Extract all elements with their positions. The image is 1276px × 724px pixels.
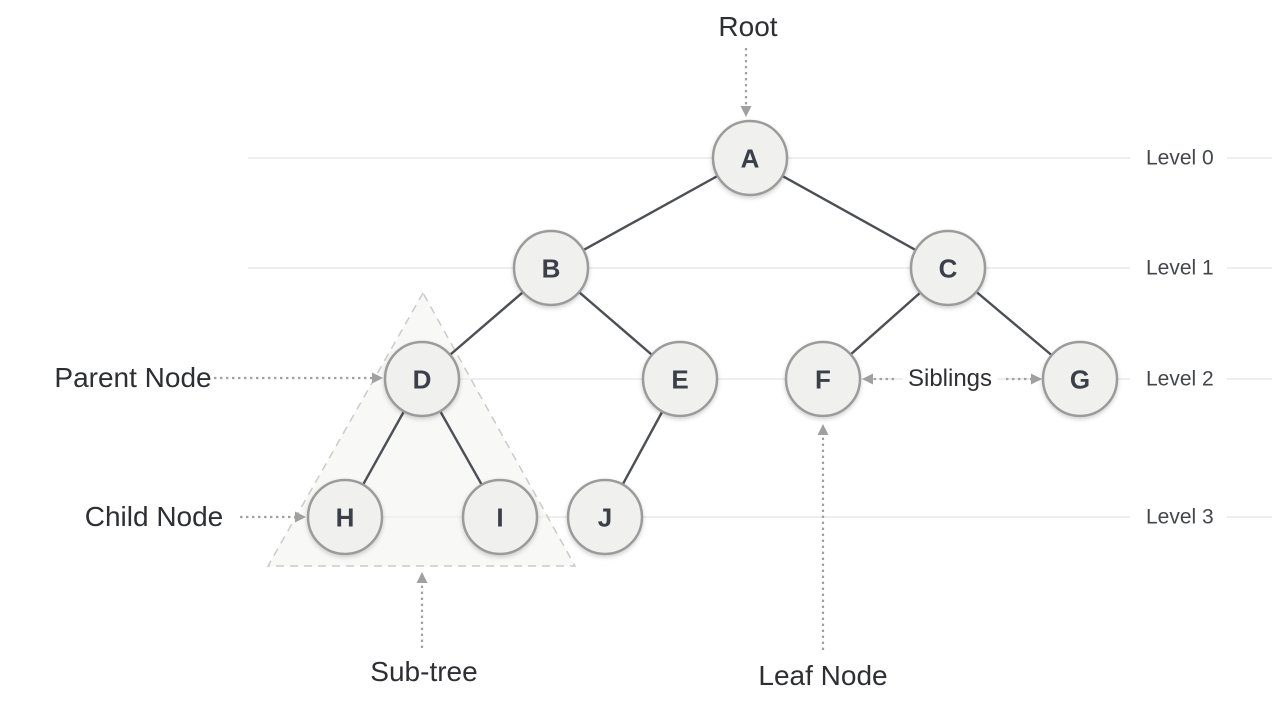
tree-node-circle-F	[784, 340, 862, 418]
tree-node-label-B: B	[542, 253, 561, 283]
tree-node-A: A	[711, 119, 789, 197]
siblings-label: Siblings	[902, 365, 998, 393]
tree-node-B: B	[512, 229, 590, 307]
level-1-label: Level 1	[1143, 256, 1217, 280]
tree-node-I: I	[461, 478, 539, 556]
tree-node-F: F	[784, 340, 862, 418]
child-node-label: Child Node	[84, 501, 224, 532]
tree-node-G: G	[1041, 340, 1119, 418]
tree-node-label-J: J	[598, 502, 612, 532]
parent-node-arrow-head	[372, 372, 383, 384]
tree-node-D: D	[383, 340, 461, 418]
tree-node-label-H: H	[336, 502, 355, 532]
siblings-right-arrow-head	[1031, 373, 1042, 385]
tree-node-label-A: A	[741, 143, 760, 173]
tree-node-circle-A	[711, 119, 789, 197]
tree-node-circle-C	[909, 229, 987, 307]
tree-node-circle-H	[306, 478, 384, 556]
leaf-node-label: Leaf Node	[758, 660, 888, 691]
level-3-label: Level 3	[1143, 505, 1217, 529]
root-arrow-head	[740, 106, 752, 117]
leaf-node-arrow-head	[817, 424, 829, 435]
tree-node-circle-I	[461, 478, 539, 556]
tree-node-circle-D	[383, 340, 461, 418]
tree-node-label-G: G	[1070, 364, 1090, 394]
tree-node-J: J	[566, 478, 644, 556]
tree-node-E: E	[641, 340, 719, 418]
tree-node-label-D: D	[413, 364, 432, 394]
child-node-arrow-head	[295, 511, 306, 523]
tree-node-label-I: I	[496, 502, 503, 532]
tree-node-label-E: E	[671, 364, 688, 394]
tree-node-circle-B	[512, 229, 590, 307]
tree-node-label-F: F	[815, 364, 831, 394]
tree-node-circle-E	[641, 340, 719, 418]
siblings-left-arrow-head	[862, 373, 873, 385]
subtree-label: Sub-tree	[370, 656, 478, 687]
tree-node-H: H	[306, 478, 384, 556]
tree-node-label-C: C	[939, 253, 958, 283]
parent-node-label: Parent Node	[54, 362, 212, 393]
tree-node-circle-J	[566, 478, 644, 556]
level-2-label: Level 2	[1143, 367, 1217, 391]
tree-node-circle-G	[1041, 340, 1119, 418]
subtree-arrow-head	[416, 572, 428, 583]
root-label: Root	[718, 11, 778, 42]
level-0-label: Level 0	[1143, 146, 1217, 170]
tree-node-C: C	[909, 229, 987, 307]
